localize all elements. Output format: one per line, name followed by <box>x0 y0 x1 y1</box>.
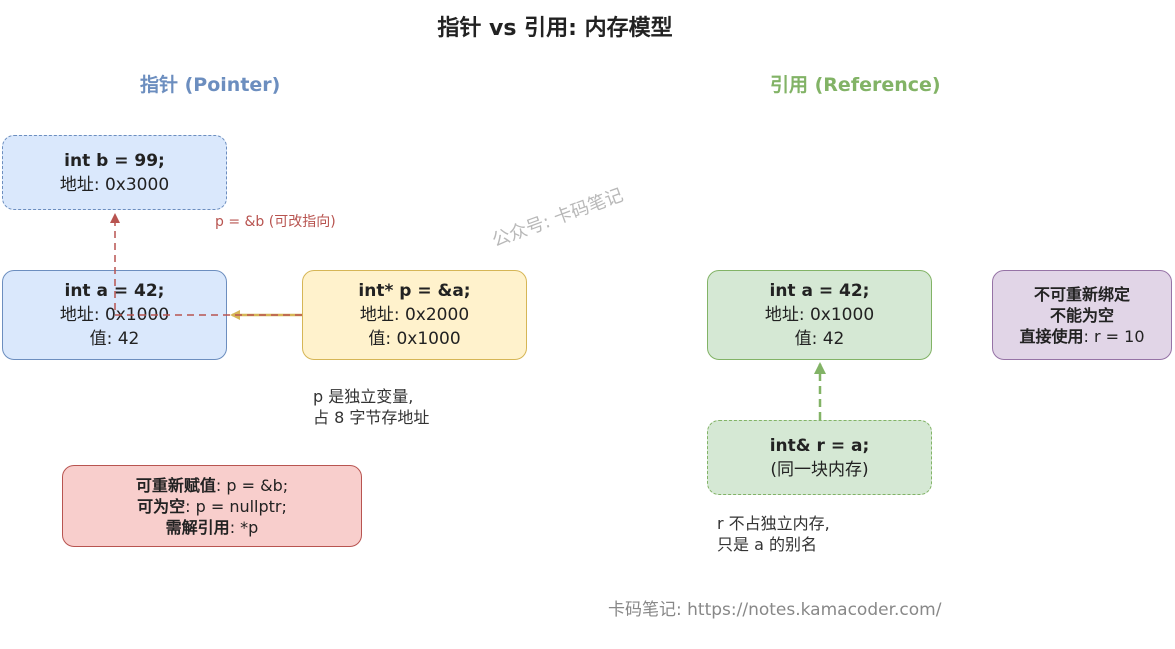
pointer-prop-deref: 需解引用: *p <box>166 517 259 538</box>
prop-nullable-label: 可为空 <box>137 496 186 516</box>
prop-reassign-label: 可重新赋值 <box>135 475 216 495</box>
reference-box-a: int a = 42; 地址: 0x1000 值: 42 <box>707 270 932 360</box>
box-b-declaration: int b = 99; <box>64 150 165 171</box>
pointer-box-b: int b = 99; 地址: 0x3000 <box>2 135 227 210</box>
ref-box-a-address: 地址: 0x1000 <box>764 305 875 325</box>
box-p-declaration: int* p = &a; <box>358 281 471 301</box>
ref-prop-no-rebind-label: 不可重新绑定 <box>1033 284 1130 304</box>
footer-link[interactable]: 卡码笔记: https://notes.kamacoder.com/ <box>608 600 942 620</box>
pointer-box-p: int* p = &a; 地址: 0x2000 值: 0x1000 <box>302 270 527 360</box>
box-a-value: 值: 42 <box>89 329 140 349</box>
reference-properties-box: 不可重新绑定 不能为空 直接使用: r = 10 <box>992 270 1172 360</box>
prop-nullable-example: : p = nullptr; <box>185 496 287 516</box>
ref-box-r-description: (同一块内存) <box>770 459 869 480</box>
prop-deref-example: : *p <box>229 517 259 537</box>
watermark: 公众号: 卡码笔记 <box>489 184 627 252</box>
reference-box-r: int& r = a; (同一块内存) <box>707 420 932 495</box>
reference-section-title: 引用 (Reference) <box>770 74 941 96</box>
pointer-prop-nullable: 可为空: p = nullptr; <box>137 496 287 517</box>
reference-note: r 不占独立内存, 只是 a 的别名 <box>717 513 830 555</box>
box-p-address: 地址: 0x2000 <box>359 305 470 325</box>
prop-reassign-example: : p = &b; <box>215 475 289 495</box>
pointer-note: p 是独立变量, 占 8 字节存地址 <box>313 386 429 428</box>
ref-box-r-declaration: int& r = a; <box>769 435 870 456</box>
pointer-note-line1: p 是独立变量, <box>313 387 414 406</box>
ref-prop-no-rebind: 不可重新绑定 <box>1034 284 1130 305</box>
pointer-box-a: int a = 42; 地址: 0x1000 值: 42 <box>2 270 227 360</box>
pointer-prop-reassign: 可重新赋值: p = &b; <box>136 475 288 496</box>
box-a-address: 地址: 0x1000 <box>59 305 170 325</box>
reference-note-line1: r 不占独立内存, <box>717 514 830 533</box>
pointer-note-line2: 占 8 字节存地址 <box>313 408 430 427</box>
ref-prop-not-null: 不能为空 <box>1050 305 1114 326</box>
reassign-label: p = &b (可改指向) <box>215 214 336 230</box>
ref-prop-direct-use-example: : r = 10 <box>1083 326 1145 346</box>
box-p-value: 值: 0x1000 <box>368 329 461 349</box>
pointer-section-title: 指针 (Pointer) <box>140 74 281 96</box>
ref-prop-direct-use-label: 直接使用 <box>1019 326 1084 346</box>
diagram-title: 指针 vs 引用: 内存模型 <box>437 16 673 41</box>
box-b-address: 地址: 0x3000 <box>59 174 170 195</box>
ref-box-a-value: 值: 42 <box>794 329 845 349</box>
ref-box-a-declaration: int a = 42; <box>769 281 870 301</box>
prop-deref-label: 需解引用 <box>165 517 230 537</box>
pointer-properties-box: 可重新赋值: p = &b; 可为空: p = nullptr; 需解引用: *… <box>62 465 362 547</box>
ref-prop-not-null-label: 不能为空 <box>1049 305 1114 325</box>
ref-prop-direct-use: 直接使用: r = 10 <box>1019 326 1144 347</box>
box-a-declaration: int a = 42; <box>64 281 165 301</box>
reference-note-line2: 只是 a 的别名 <box>717 535 817 554</box>
